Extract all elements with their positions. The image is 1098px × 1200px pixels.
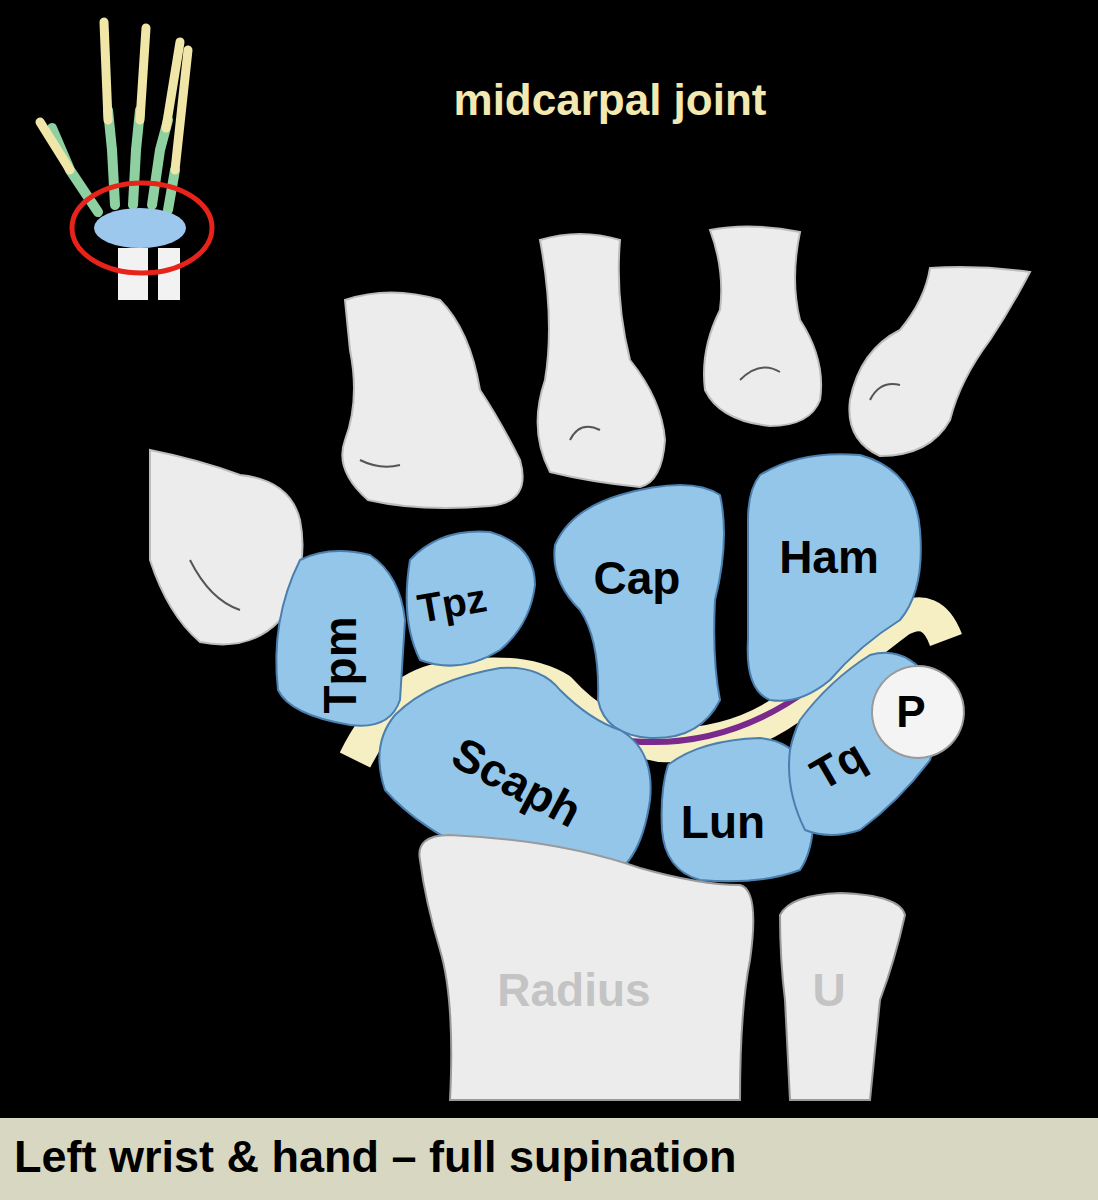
bone-label: Tpm — [317, 616, 363, 713]
metacarpal-bone — [849, 267, 1030, 456]
detail-line — [740, 368, 780, 381]
joint-line — [606, 646, 858, 742]
bone-shape — [419, 835, 753, 1100]
bone-label: Radius — [497, 967, 650, 1013]
carpal-bone: Tpz — [398, 524, 542, 678]
detail-line — [190, 560, 240, 610]
bone-shape — [780, 893, 905, 1100]
metacarpal-bone — [150, 450, 303, 644]
caption-bar: Left wrist & hand – full supination — [0, 1118, 1098, 1200]
metacarpal-bone — [538, 234, 665, 487]
highlight-ring — [72, 183, 212, 273]
bone-shape — [554, 485, 724, 738]
bone-shape — [276, 551, 405, 726]
carpal-bone: Tpm — [268, 543, 412, 735]
bone-shape — [872, 666, 964, 758]
bone-shape — [407, 532, 535, 666]
detail-line — [870, 384, 900, 400]
bone-label: U — [812, 967, 845, 1013]
bone-outline — [410, 828, 764, 1102]
carpus-icon — [94, 208, 186, 248]
bone-label: Cap — [594, 555, 681, 601]
finger-icon — [152, 120, 168, 205]
bone-label: P — [896, 690, 925, 734]
finger-icon — [104, 22, 108, 120]
carpal-bone: Radius — [410, 828, 764, 1102]
diagram-caption: Left wrist & hand – full supination — [14, 1132, 1098, 1182]
metacarpal-bone — [342, 293, 522, 509]
diagram-title: midcarpal joint — [0, 76, 1098, 124]
metacarpal-bone — [704, 226, 821, 426]
forearm-icon — [158, 248, 180, 300]
bone-label: Lun — [681, 799, 765, 845]
finger-icon — [175, 50, 188, 170]
detail-line — [570, 427, 600, 440]
carpal-bone: P — [870, 664, 966, 760]
hand-icon — [40, 22, 212, 300]
detail-line — [360, 460, 400, 467]
carpal-bone: U — [773, 888, 913, 1102]
bone-label: Ham — [779, 534, 879, 580]
finger-icon — [140, 28, 146, 120]
finger-icon — [40, 122, 70, 170]
